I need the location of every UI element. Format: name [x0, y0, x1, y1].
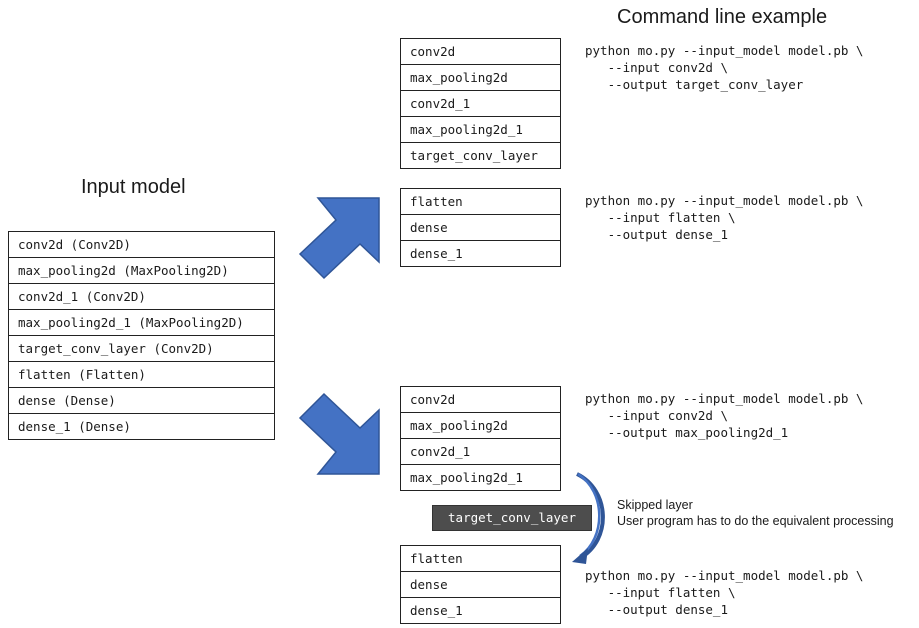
table-row: max_pooling2d_1: [401, 117, 560, 143]
input-model-table: conv2d (Conv2D) max_pooling2d (MaxPoolin…: [8, 231, 275, 440]
table-row: dense_1: [401, 241, 560, 267]
table-row: conv2d (Conv2D): [9, 232, 274, 258]
table-row: conv2d_1: [401, 91, 560, 117]
arrow-down-right-icon: [298, 392, 380, 475]
table-row: dense_1 (Dense): [9, 414, 274, 440]
example2-lower-command: python mo.py --input_model model.pb \ --…: [585, 568, 864, 617]
example1-upper-command: python mo.py --input_model model.pb \ --…: [585, 43, 864, 92]
table-row: target_conv_layer: [401, 143, 560, 169]
example2-upper-command: python mo.py --input_model model.pb \ --…: [585, 391, 864, 440]
table-row: flatten (Flatten): [9, 362, 274, 388]
table-row: max_pooling2d_1: [401, 465, 560, 491]
table-row: max_pooling2d_1 (MaxPooling2D): [9, 310, 274, 336]
table-row: dense_1: [401, 598, 560, 624]
table-row: conv2d_1: [401, 439, 560, 465]
curved-skip-arrow-icon: [572, 472, 605, 564]
table-row: dense: [401, 215, 560, 241]
table-row: conv2d: [401, 39, 560, 65]
arrow-up-right-icon: [298, 197, 380, 280]
example1-lower-command: python mo.py --input_model model.pb \ --…: [585, 193, 864, 242]
table-row: flatten: [401, 546, 560, 572]
table-row: target_conv_layer (Conv2D): [9, 336, 274, 362]
command-line-example-heading: Command line example: [617, 6, 828, 28]
example2-lower-table: flatten dense dense_1: [400, 545, 561, 624]
skipped-note-line: User program has to do the equivalent pr…: [617, 514, 894, 528]
table-row: conv2d: [401, 387, 560, 413]
table-row: dense: [401, 572, 560, 598]
example2-upper-table: conv2d max_pooling2d conv2d_1 max_poolin…: [400, 386, 561, 491]
skipped-layer-note: Skipped layer User program has to do the…: [617, 497, 894, 529]
table-row: flatten: [401, 189, 560, 215]
skipped-note-line: Skipped layer: [617, 498, 693, 512]
table-row: dense (Dense): [9, 388, 274, 414]
table-row: max_pooling2d: [401, 413, 560, 439]
table-row: max_pooling2d: [401, 65, 560, 91]
example1-lower-table: flatten dense dense_1: [400, 188, 561, 267]
input-model-heading: Input model: [81, 176, 186, 198]
table-row: conv2d_1 (Conv2D): [9, 284, 274, 310]
example1-upper-table: conv2d max_pooling2d conv2d_1 max_poolin…: [400, 38, 561, 169]
skipped-layer-box: target_conv_layer: [432, 505, 592, 531]
table-row: max_pooling2d (MaxPooling2D): [9, 258, 274, 284]
